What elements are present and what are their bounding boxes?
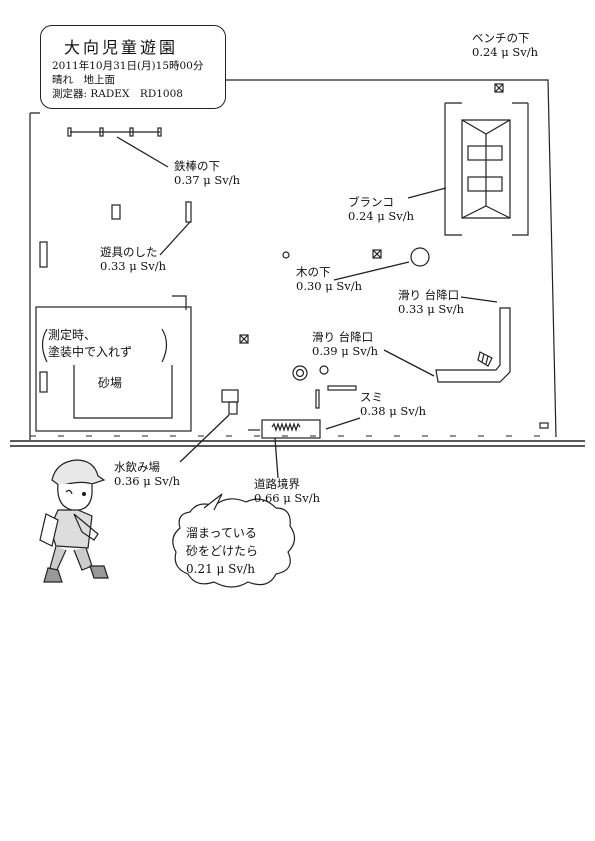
reading-iron-bar: 鉄棒の下 0.37 μ Sv/h	[174, 159, 240, 187]
swing	[444, 102, 529, 236]
painting-note-line2: 塗装中で入れず	[48, 345, 133, 359]
reading-value: 0.24 μ Sv/h	[348, 209, 415, 223]
reading-value: 0.33 μ Sv/h	[100, 259, 167, 273]
sandbox-label: 砂場	[98, 376, 123, 390]
reading-value: 0.30 μ Sv/h	[296, 279, 363, 293]
reading-label: 遊具のした	[100, 245, 158, 259]
reading-label: ブランコ	[348, 195, 394, 209]
measure-datetime: 2011年10月31日(月)15時00分	[52, 60, 204, 72]
play-equipment-a	[111, 204, 121, 220]
pole-a	[292, 365, 308, 381]
reading-label: 木の下	[296, 265, 331, 279]
reading-value: 0.36 μ Sv/h	[114, 474, 181, 488]
slide	[435, 307, 511, 383]
pole-b	[319, 365, 329, 375]
bench-left-2	[39, 371, 48, 393]
reading-label: スミ	[360, 390, 383, 404]
marker-4	[282, 251, 290, 259]
post	[315, 389, 320, 409]
park-boundary	[29, 79, 557, 440]
bench-marker	[494, 83, 504, 93]
paren-right	[161, 328, 168, 363]
road-line	[10, 440, 585, 447]
reading-bench: ベンチの下 0.24 μ Sv/h	[472, 31, 538, 59]
cloud-line3: 0.21 μ Sv/h	[186, 562, 255, 576]
speech-cloud	[172, 498, 296, 588]
reading-value: 0.37 μ Sv/h	[174, 173, 241, 187]
drain	[248, 419, 321, 439]
cloud-tail	[203, 493, 223, 511]
reading-swing: ブランコ 0.24 μ Sv/h	[348, 195, 414, 223]
reading-label: 鉄棒の下	[174, 159, 220, 173]
leader-lines	[116, 136, 498, 479]
cloud-line2: 砂をどけたら	[186, 544, 259, 558]
weather-info: 晴れ 地上面	[52, 74, 115, 86]
painting-note-line1: 測定時、	[48, 328, 97, 342]
page-title: 大向児童遊園	[64, 38, 179, 57]
marker-3	[239, 334, 249, 344]
painting-note: 測定時、 塗装中で入れず	[48, 327, 132, 361]
reading-fountain: 水飲み場 0.36 μ Sv/h	[114, 460, 180, 488]
title-box	[40, 25, 226, 109]
device-info: 測定器: RADEX RD1008	[52, 88, 183, 100]
reading-slide-top: 滑り 台降口 0.33 μ Sv/h	[398, 288, 464, 316]
cloud-line1: 溜まっている	[186, 526, 257, 540]
reading-play-equipment: 遊具のした 0.33 μ Sv/h	[100, 245, 166, 273]
reading-boundary: 道路境界 0.66 μ Sv/h	[254, 477, 320, 505]
reading-label: 滑り 台降口	[398, 288, 460, 302]
reading-label: ベンチの下	[472, 31, 530, 45]
reading-value: 0.38 μ Sv/h	[360, 404, 427, 418]
cloud-note: 溜まっている 砂をどけたら 0.21 μ Sv/h	[186, 524, 258, 578]
iron-bar	[67, 127, 162, 137]
tree	[410, 247, 430, 267]
marker-2	[372, 249, 382, 259]
reading-value: 0.33 μ Sv/h	[398, 302, 465, 316]
play-equipment-b	[185, 201, 192, 223]
reading-slide-mid: 滑り 台降口 0.39 μ Sv/h	[312, 330, 378, 358]
boy-illustration	[39, 459, 109, 583]
reading-label: 滑り 台降口	[312, 330, 374, 344]
pole-a-inner	[295, 368, 305, 378]
reading-value: 0.24 μ Sv/h	[472, 45, 539, 59]
reading-value: 0.66 μ Sv/h	[254, 491, 321, 505]
reading-tree: 木の下 0.30 μ Sv/h	[296, 265, 362, 293]
reading-label: 水飲み場	[114, 460, 160, 474]
bench-left	[39, 241, 48, 268]
fountain	[221, 389, 239, 415]
reading-label: 道路境界	[254, 477, 300, 491]
paren-left	[41, 328, 48, 363]
reading-corner: スミ 0.38 μ Sv/h	[360, 390, 426, 418]
reading-value: 0.39 μ Sv/h	[312, 344, 379, 358]
corner-box	[539, 422, 549, 429]
sandbox	[35, 295, 192, 432]
corner-bar	[327, 385, 357, 391]
